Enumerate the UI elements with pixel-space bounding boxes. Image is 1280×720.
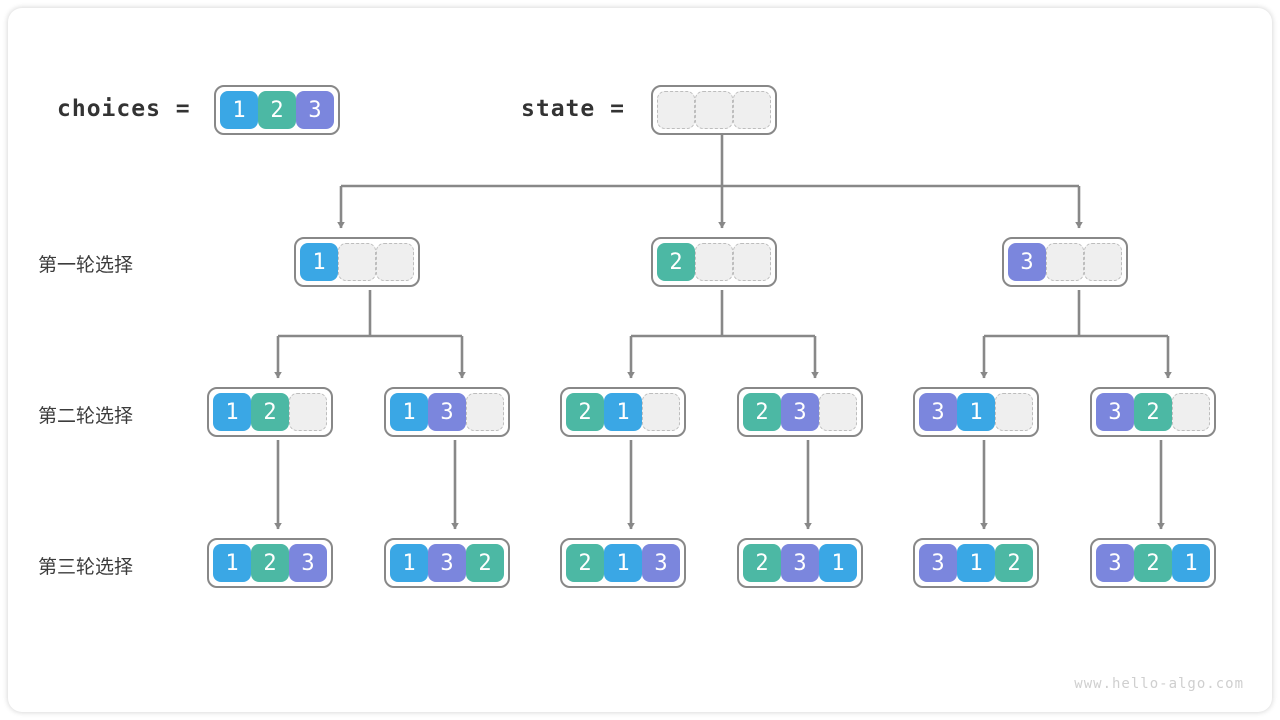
watermark: www.hello-algo.com — [1074, 676, 1244, 692]
state-array-row1-node2: 2 — [651, 237, 777, 287]
state-array-row1-node1: 1 — [294, 237, 420, 287]
cell-value-1: 1 — [213, 393, 251, 431]
cell-empty — [733, 243, 771, 281]
cell-value-1: 1 — [819, 544, 857, 582]
cell-value-2: 2 — [743, 544, 781, 582]
state-array-root — [651, 85, 777, 135]
cell-value-2: 2 — [258, 91, 296, 129]
cell-value-1: 1 — [1172, 544, 1210, 582]
cell-value-3: 3 — [428, 544, 466, 582]
cell-empty — [995, 393, 1033, 431]
cell-empty — [695, 91, 733, 129]
cell-value-1: 1 — [220, 91, 258, 129]
cell-value-3: 3 — [296, 91, 334, 129]
cell-empty — [1172, 393, 1210, 431]
cell-value-1: 1 — [390, 544, 428, 582]
cell-empty — [819, 393, 857, 431]
state-label: state = — [521, 96, 625, 122]
cell-empty — [733, 91, 771, 129]
cell-value-2: 2 — [743, 393, 781, 431]
cell-value-2: 2 — [657, 243, 695, 281]
cell-value-3: 3 — [781, 393, 819, 431]
cell-value-1: 1 — [604, 544, 642, 582]
cell-value-3: 3 — [781, 544, 819, 582]
cell-empty — [642, 393, 680, 431]
cell-value-3: 3 — [919, 544, 957, 582]
cell-empty — [657, 91, 695, 129]
choices-label: choices = — [57, 96, 191, 122]
cell-value-2: 2 — [1134, 544, 1172, 582]
row-label-round-2: 第二轮选择 — [38, 406, 134, 427]
cell-value-3: 3 — [1008, 243, 1046, 281]
cell-value-2: 2 — [995, 544, 1033, 582]
cell-empty — [695, 243, 733, 281]
cell-value-1: 1 — [604, 393, 642, 431]
cell-value-1: 1 — [957, 544, 995, 582]
row-label-round-1: 第一轮选择 — [38, 255, 134, 276]
cell-empty — [376, 243, 414, 281]
cell-value-1: 1 — [390, 393, 428, 431]
cell-value-3: 3 — [1096, 544, 1134, 582]
cell-value-2: 2 — [566, 544, 604, 582]
cell-empty — [1084, 243, 1122, 281]
cell-value-1: 1 — [957, 393, 995, 431]
cell-value-3: 3 — [919, 393, 957, 431]
cell-value-2: 2 — [251, 544, 289, 582]
cell-empty — [466, 393, 504, 431]
cell-value-2: 2 — [566, 393, 604, 431]
state-array-row1-node3: 3 — [1002, 237, 1128, 287]
cell-value-3: 3 — [1096, 393, 1134, 431]
cell-value-1: 1 — [213, 544, 251, 582]
cell-value-2: 2 — [251, 393, 289, 431]
cell-empty — [338, 243, 376, 281]
cell-value-3: 3 — [642, 544, 680, 582]
cell-empty — [1046, 243, 1084, 281]
cell-value-3: 3 — [428, 393, 466, 431]
cell-value-2: 2 — [1134, 393, 1172, 431]
cell-value-3: 3 — [289, 544, 327, 582]
row-label-round-3: 第三轮选择 — [38, 557, 134, 578]
cell-empty — [289, 393, 327, 431]
cell-value-1: 1 — [300, 243, 338, 281]
cell-value-2: 2 — [466, 544, 504, 582]
